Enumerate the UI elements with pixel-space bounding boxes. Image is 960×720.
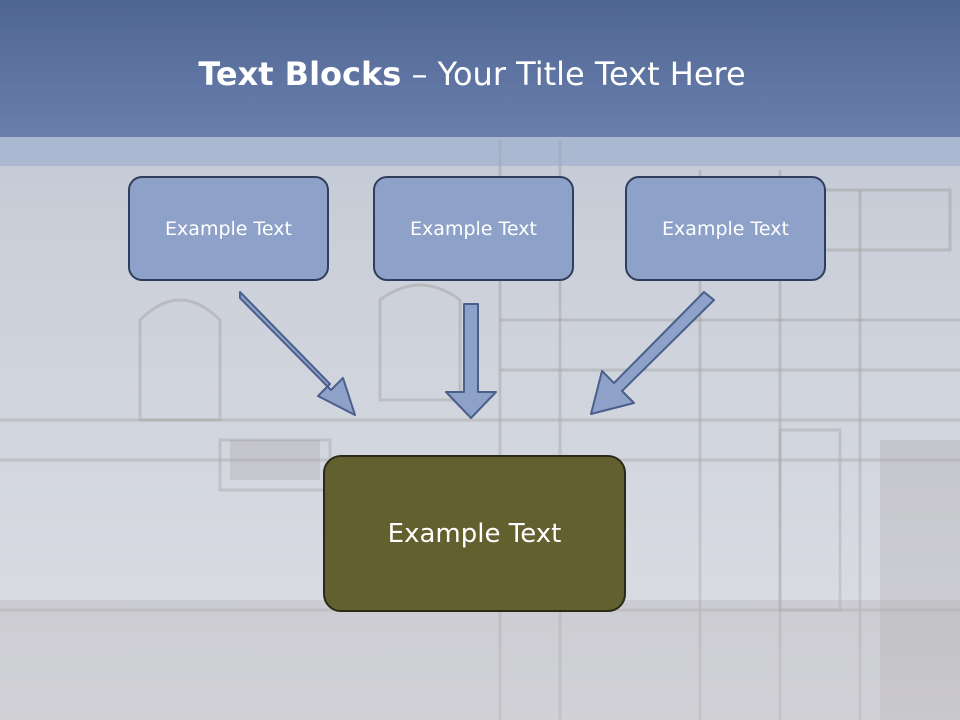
text-block-right[interactable]: Example Text	[625, 176, 826, 281]
arrow-middle-to-center	[445, 303, 497, 419]
slide-title: Text Blocks – Your Title Text Here	[0, 52, 944, 96]
text-block-left-label: Example Text	[165, 217, 292, 240]
title-rest: Your Title Text Here	[437, 55, 746, 93]
text-block-left[interactable]: Example Text	[128, 176, 329, 281]
text-block-middle-label: Example Text	[410, 217, 537, 240]
arrow-right-to-center	[590, 291, 715, 415]
title-bar: Text Blocks – Your Title Text Here	[0, 0, 960, 137]
title-dash: –	[401, 55, 438, 93]
text-block-right-label: Example Text	[662, 217, 789, 240]
arrow-left-to-center	[239, 291, 356, 416]
title-band	[0, 137, 960, 166]
title-bold-part: Text Blocks	[198, 55, 402, 93]
text-block-middle[interactable]: Example Text	[373, 176, 574, 281]
text-block-center[interactable]: Example Text	[323, 455, 626, 612]
text-block-center-label: Example Text	[387, 518, 562, 549]
